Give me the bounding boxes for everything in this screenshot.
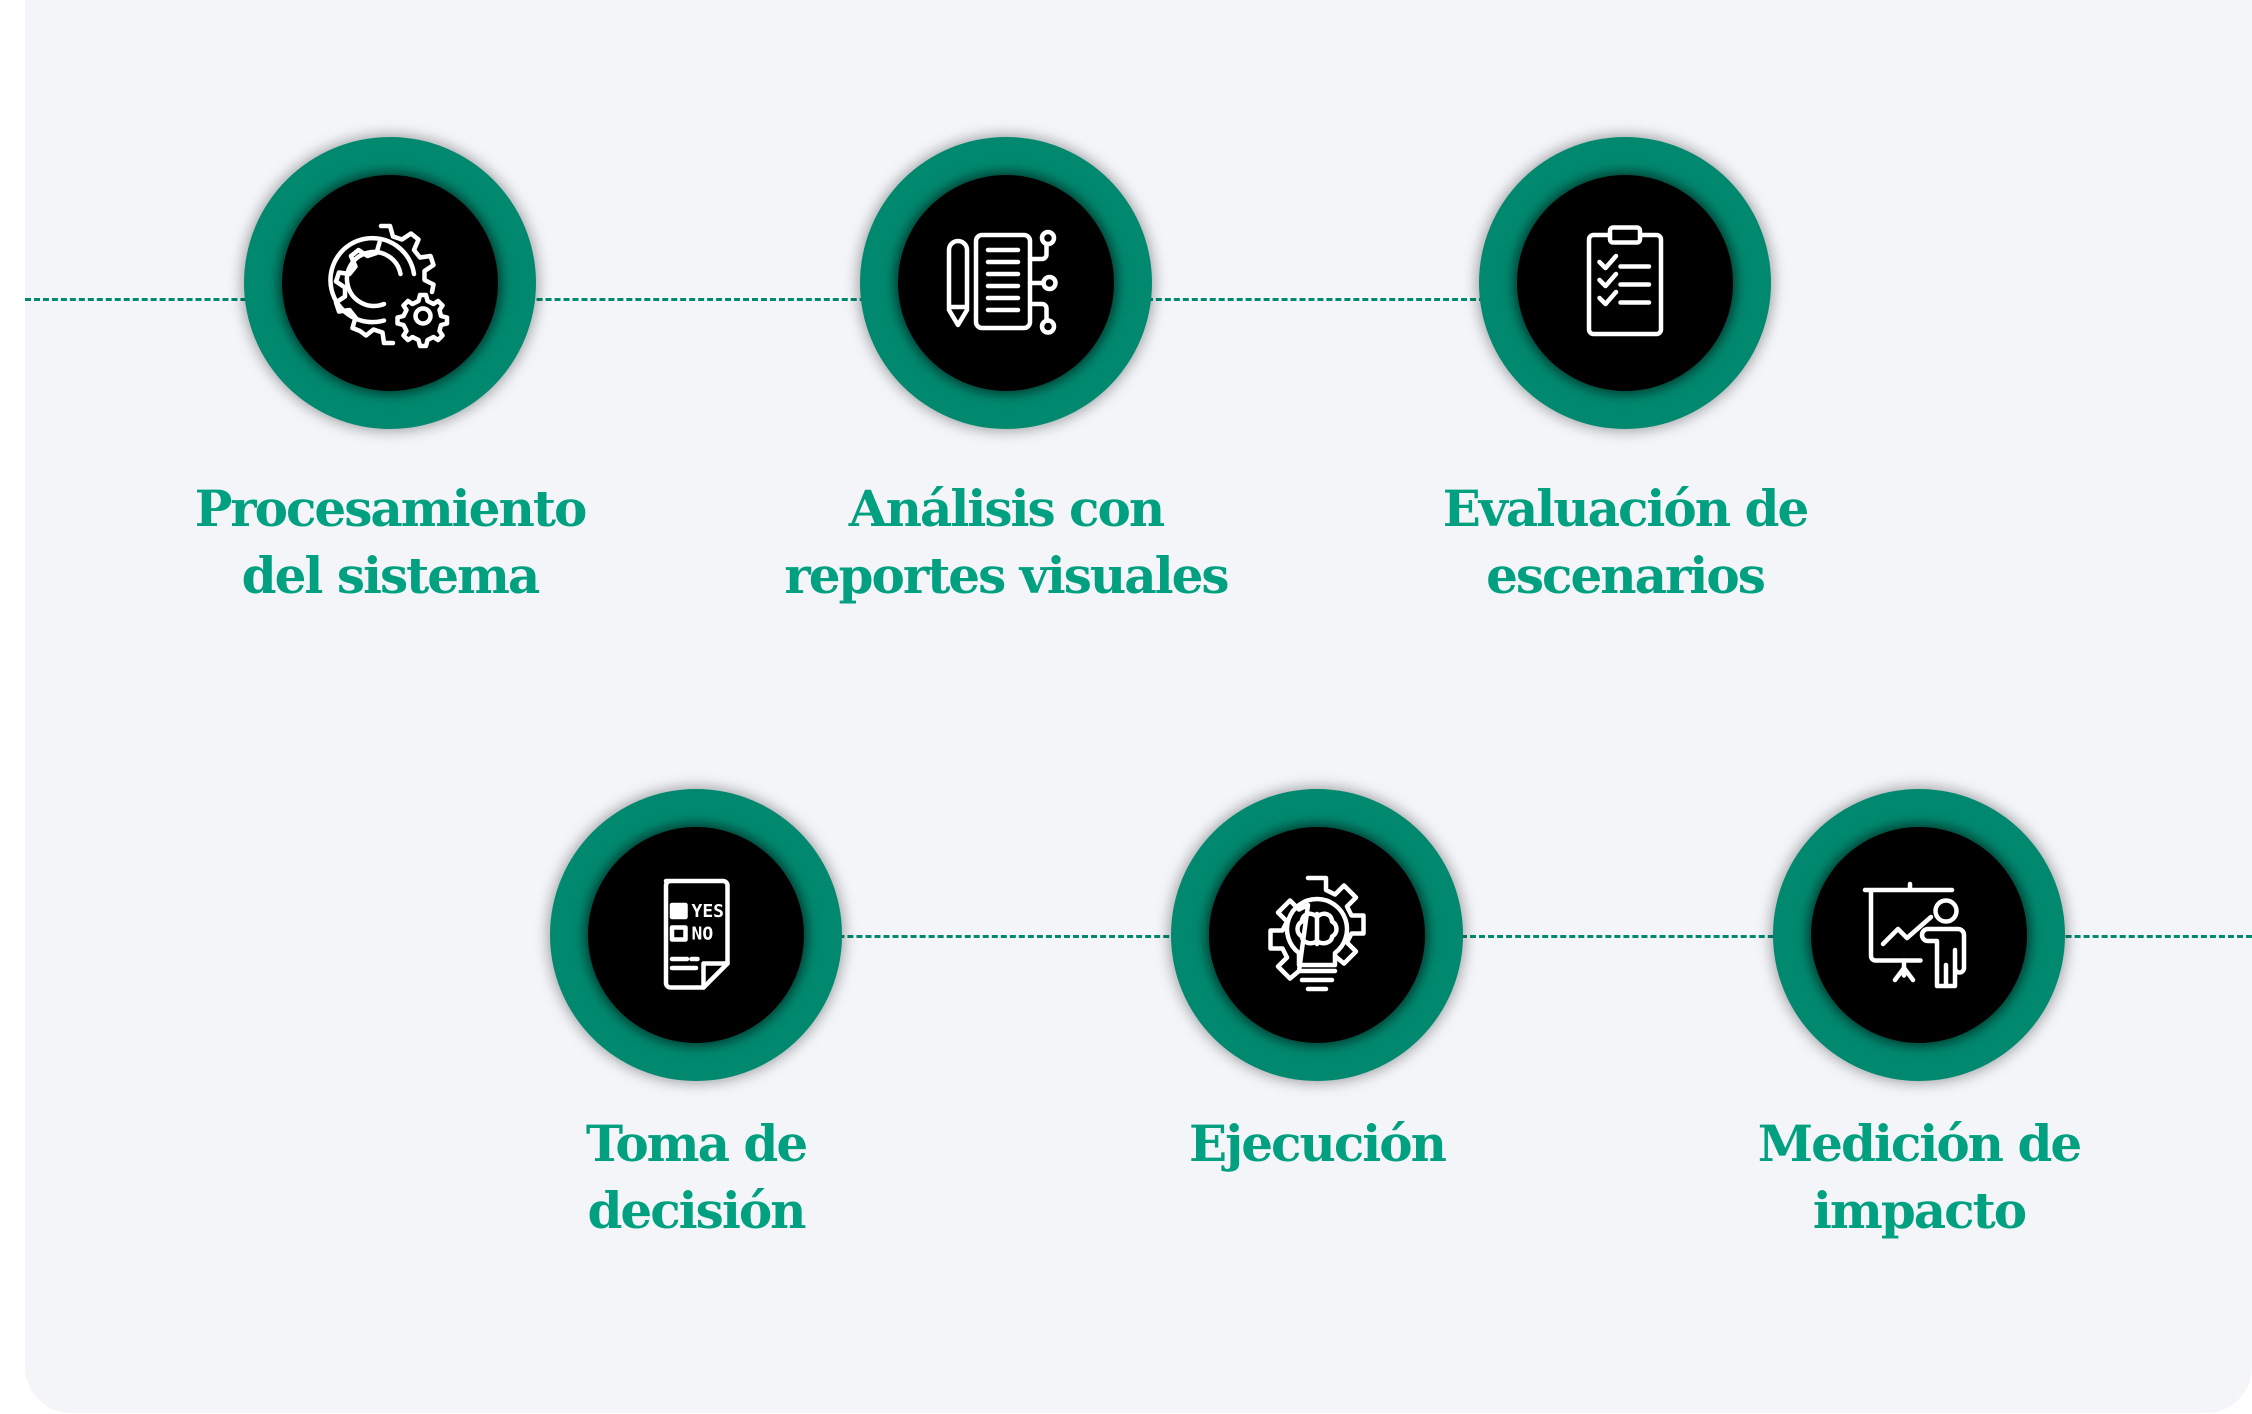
step-5-node xyxy=(1171,789,1463,1081)
step-1-label: Procesamiento del sistema xyxy=(194,479,588,605)
step-4-node: YES NO xyxy=(550,789,842,1081)
yes-no-form-icon: YES NO xyxy=(663,878,730,990)
gear-lightbulb-brain-icon xyxy=(1268,875,1366,992)
step-4-label: Toma de decisión xyxy=(585,1114,808,1240)
gears-icon xyxy=(328,223,450,349)
step-6-node xyxy=(1773,789,2065,1081)
step-5-label: Ejecución xyxy=(1189,1114,1447,1173)
step-2-label: Análisis con reportes visuales xyxy=(784,479,1229,605)
report-document-icon xyxy=(946,229,1058,335)
step-3-node xyxy=(1479,137,1771,429)
connector-line-top xyxy=(25,298,1485,301)
process-card: Procesamiento del sistema Análisis con r… xyxy=(25,0,2252,1413)
step-1-node xyxy=(244,137,536,429)
step-6-label: Medición de impacto xyxy=(1757,1114,2082,1240)
step-2-node xyxy=(860,137,1152,429)
step-3-label: Evaluación de escenarios xyxy=(1442,479,1810,605)
connector-line-bottom xyxy=(685,935,2252,938)
svg-text:NO: NO xyxy=(692,924,714,945)
clipboard-checklist-icon xyxy=(1586,225,1664,337)
svg-text:YES: YES xyxy=(692,901,725,922)
presentation-chart-icon xyxy=(1862,881,1967,989)
